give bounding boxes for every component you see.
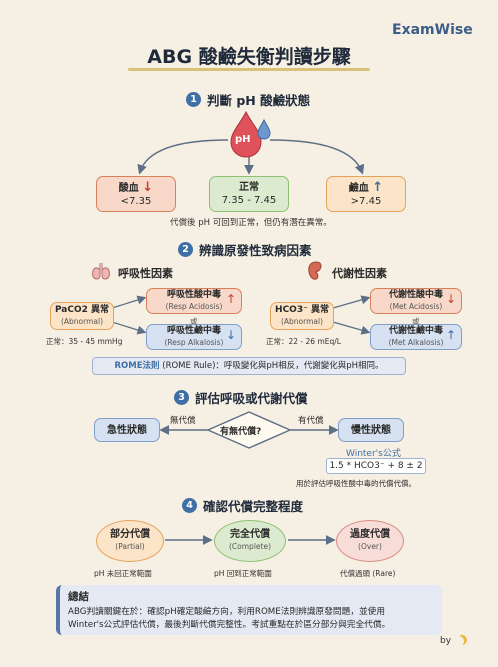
met-acidosis-label: 代謝性酸中毒 (388, 290, 443, 300)
hco3-sub: (Abnormal) (280, 317, 324, 326)
arrow-up-icon: ↑ (372, 179, 384, 195)
over-compensation-oval: 過度代償 (Over) (336, 520, 404, 562)
step-1-number: 1 (186, 92, 201, 107)
summary-line-1: ABG判讀關鍵在於：確認pH確定酸鹼方向，利用ROME法則辨識原發問題，並使用 (68, 607, 386, 617)
acidemia-value: <7.35 (120, 195, 152, 207)
met-alkalosis-label: 代謝性鹼中毒 (388, 326, 443, 336)
brand-logo: ExamWise (392, 22, 473, 38)
resp-factor-title: 呼吸性因素 (118, 267, 173, 280)
page-title: ABG 酸鹼失衡判讀步驟 (147, 46, 351, 68)
partial-compensation-oval: 部分代償 (Partial) (96, 520, 164, 562)
step-2-number: 2 (178, 242, 193, 257)
normal-label: 正常 (239, 182, 259, 193)
ph-drop-label: pH (235, 134, 251, 145)
over-note: 代償過頭 (Rare) (340, 569, 396, 578)
chronic-state-label: 慢性狀態 (351, 424, 391, 436)
kidney-icon (306, 260, 326, 282)
complete-label: 完全代償 (230, 529, 270, 540)
step-4-title: 確認代償完整程度 (203, 499, 304, 514)
compensation-question: 有無代償? (220, 427, 262, 437)
no-compensation-label: 無代償 (170, 416, 196, 426)
summary-heading: 總結 (68, 591, 89, 603)
resp-acidosis-sub: (Resp Acidosis) (165, 302, 223, 311)
step-2-title: 辨識原發性致病因素 (199, 243, 312, 258)
step-4-header: 4 確認代償完整程度 (182, 496, 303, 515)
partial-sub: (Partial) (115, 542, 145, 551)
complete-sub: (Complete) (229, 542, 271, 551)
resp-acidosis-label: 呼吸性酸中毒 (166, 290, 221, 300)
paco2-range: 正常：35 - 45 mmHg (46, 337, 123, 346)
partial-note: pH 未回正常範圍 (94, 569, 152, 578)
winter-formula-title: Winter's公式 (346, 449, 401, 459)
acidemia-label: 酸血 (118, 182, 139, 194)
signature: by (440, 636, 464, 646)
or-label: 或 (190, 317, 198, 326)
acidemia-box: 酸血 ↓ <7.35 (96, 176, 176, 212)
met-acidosis-box: 代謝性酸中毒 (Met Acidosis) ↓ (370, 288, 462, 314)
step-3-title: 評估呼吸或代謝代償 (195, 391, 308, 406)
normal-value: 7.35 - 7.45 (221, 195, 277, 206)
winter-formula-box: 1.5 * HCO3⁻ + 8 ± 2 (326, 458, 426, 474)
step-1-header: 1 判斷 pH 酸鹼狀態 (186, 90, 310, 109)
step-1-title: 判斷 pH 酸鹼狀態 (207, 93, 311, 108)
rome-rule-title: ROME法則 (114, 361, 160, 371)
arrow-up-icon: ↑ (445, 328, 456, 342)
hco3-label: HCO3⁻ 異常 (275, 305, 329, 315)
alkalemia-label: 鹼血 (348, 182, 369, 194)
paco2-sub: (Abnormal) (60, 317, 104, 326)
paco2-box: PaCO2 異常 (Abnormal) (50, 302, 114, 330)
acute-state-box: 急性狀態 (94, 418, 160, 442)
step-3-header: 3 評估呼吸或代謝代償 (174, 388, 308, 407)
alkalemia-value: >7.45 (350, 195, 382, 207)
signature-text: by (440, 636, 452, 646)
met-alkalosis-sub: (Met Alkalosis) (388, 338, 444, 347)
summary-line-2: Winter's公式評估代償，最後判斷代償完整性。考試重點在於區分部分與完全代償… (68, 620, 391, 630)
partial-label: 部分代償 (110, 529, 150, 540)
chronic-state-box: 慢性狀態 (338, 418, 404, 442)
winter-formula: 1.5 * HCO3⁻ + 8 ± 2 (329, 461, 423, 471)
rome-rule-banner: ROME法則 (ROME Rule)：呼吸變化與pH相反，代謝變化與pH相同。 (92, 357, 406, 375)
ph-drop-icon: pH (226, 110, 272, 158)
arrow-up-icon: ↑ (225, 292, 236, 306)
moon-icon (454, 636, 464, 646)
arrow-down-icon: ↓ (445, 292, 456, 306)
lungs-icon (90, 260, 112, 282)
complete-note: pH 回到正常範圍 (214, 569, 272, 578)
acute-state-label: 急性狀態 (107, 424, 147, 436)
resp-alkalosis-box: 呼吸性鹼中毒 (Resp Alkalosis) ↓ (146, 324, 242, 350)
over-label: 過度代償 (350, 529, 390, 540)
paco2-label: PaCO2 異常 (54, 305, 110, 315)
arrow-down-icon: ↓ (225, 328, 236, 342)
met-acidosis-sub: (Met Acidosis) (389, 302, 443, 311)
hco3-box: HCO3⁻ 異常 (Abnormal) (270, 302, 334, 330)
has-compensation-label: 有代償 (298, 416, 324, 426)
arrow-down-icon: ↓ (142, 179, 154, 195)
over-sub: (Over) (358, 542, 382, 551)
step-1-note: 代償後 pH 可回到正常，但仍有潛在異常。 (170, 218, 332, 228)
hco3-range: 正常：22 - 26 mEq/L (266, 337, 341, 346)
met-alkalosis-box: 代謝性鹼中毒 (Met Alkalosis) ↑ (370, 324, 462, 350)
meta-factor-title: 代謝性因素 (332, 267, 387, 280)
alkalemia-box: 鹼血 ↑ >7.45 (326, 176, 406, 212)
step-3-number: 3 (174, 390, 189, 405)
title-underline (128, 68, 370, 71)
resp-alkalosis-sub: (Resp Alkalosis) (164, 338, 224, 347)
normal-ph-box: 正常 7.35 - 7.45 (209, 176, 289, 212)
winter-formula-note: 用於評估呼吸性酸中毒的代償代償。 (296, 479, 416, 488)
or-label: 或 (412, 317, 420, 326)
summary-box: 總結 ABG判讀關鍵在於：確認pH確定酸鹼方向，利用ROME法則辨識原發問題，並… (56, 585, 442, 635)
rome-rule-text: (ROME Rule)：呼吸變化與pH相反，代謝變化與pH相同。 (159, 361, 384, 371)
step-4-number: 4 (182, 498, 197, 513)
resp-alkalosis-label: 呼吸性鹼中毒 (166, 326, 221, 336)
resp-acidosis-box: 呼吸性酸中毒 (Resp Acidosis) ↑ (146, 288, 242, 314)
complete-compensation-oval: 完全代償 (Complete) (214, 520, 286, 562)
step-2-header: 2 辨識原發性致病因素 (178, 240, 312, 259)
